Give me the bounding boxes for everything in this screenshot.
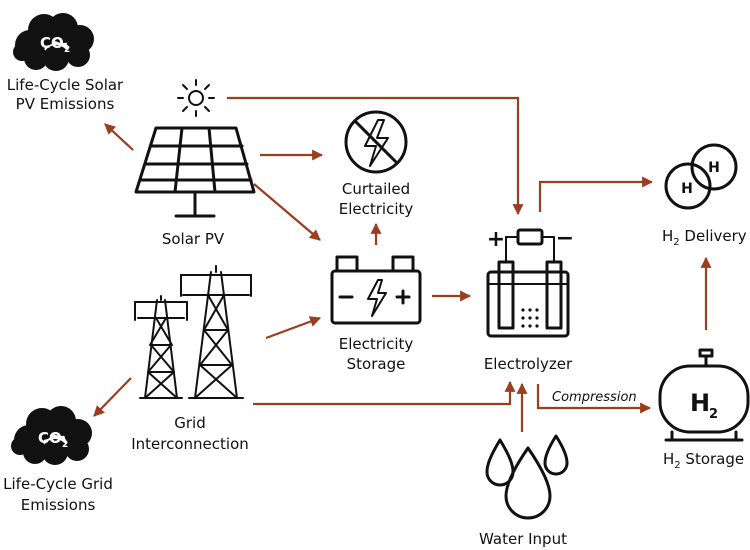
- arrow-sun-to-electrolyzer: [227, 96, 524, 216]
- solar-pv-label: Solar PV: [162, 230, 225, 248]
- co2-subscript: 2: [64, 45, 70, 55]
- tank-h-subscript: 2: [709, 407, 718, 422]
- solar-emissions-label-line1: Life-Cycle Solar: [7, 76, 124, 94]
- molecule-atom-label: H: [708, 160, 720, 176]
- h2-delivery-label: H2 Delivery: [662, 227, 747, 248]
- transmission-tower-icon: [134, 265, 252, 399]
- arrow-solar-to-solar-emissions: [104, 123, 134, 151]
- battery-icon: [330, 255, 422, 325]
- solar-emissions-label-line2: PV Emissions: [16, 95, 115, 113]
- co2-text: CO: [38, 429, 62, 447]
- grid-label-line2: Interconnection: [131, 435, 249, 453]
- arrow-solar-to-storage: [253, 183, 321, 241]
- h2-storage-prefix: H: [663, 450, 674, 468]
- curtailed-label-line1: Curtailed: [342, 180, 410, 198]
- h2-storage-subscript: 2: [674, 460, 680, 471]
- h2-storage-label: H2 Storage: [663, 450, 744, 471]
- h2-delivery-subscript: 2: [673, 237, 679, 248]
- curtailed-label-line2: Electricity: [339, 200, 414, 218]
- grid-emissions-label-line2: Emissions: [21, 496, 96, 514]
- curtailed-electricity-icon: [344, 110, 408, 174]
- compression-label: Compression: [552, 390, 637, 405]
- water-drop-icon: [485, 434, 569, 520]
- grid-emissions-label-line1: Life-Cycle Grid: [3, 475, 113, 493]
- storage-label-line2: Storage: [347, 355, 406, 373]
- arrow-electrolyzer-to-delivery: [538, 176, 654, 212]
- molecule-atom-label: H: [681, 181, 693, 197]
- co2-subscript: 2: [62, 440, 68, 450]
- arrow-grid-to-electrolyzer: [253, 380, 516, 406]
- arrow-grid-to-grid-emissions: [93, 377, 132, 417]
- h2-storage-suffix: Storage: [681, 450, 744, 468]
- plus-sign: +: [487, 227, 505, 252]
- co2-cloud-icon: CO 2: [11, 406, 92, 465]
- storage-label-line1: Electricity: [339, 335, 414, 353]
- minus-sign: −: [556, 226, 574, 251]
- water-input-label: Water Input: [479, 530, 567, 548]
- h2-delivery-suffix: Delivery: [680, 227, 747, 245]
- co2-text: CO: [40, 34, 64, 52]
- solar-panel-icon: [134, 126, 256, 218]
- flow-arrows: [93, 96, 712, 432]
- h2-delivery-prefix: H: [662, 227, 673, 245]
- sun-icon: [177, 79, 215, 117]
- h2-molecule-icon: H H: [664, 143, 738, 210]
- grid-label-line1: Grid: [174, 414, 205, 432]
- co2-cloud-icon: CO 2: [13, 13, 94, 71]
- tank-h-label: H: [690, 389, 710, 417]
- arrow-grid-to-storage: [265, 316, 322, 340]
- electrolyzer-label: Electrolyzer: [484, 355, 573, 373]
- h2-tank-icon: H 2: [658, 348, 750, 442]
- electrolyzer-icon: [486, 228, 570, 338]
- arrow-electrolyzer-to-storage: [536, 384, 652, 414]
